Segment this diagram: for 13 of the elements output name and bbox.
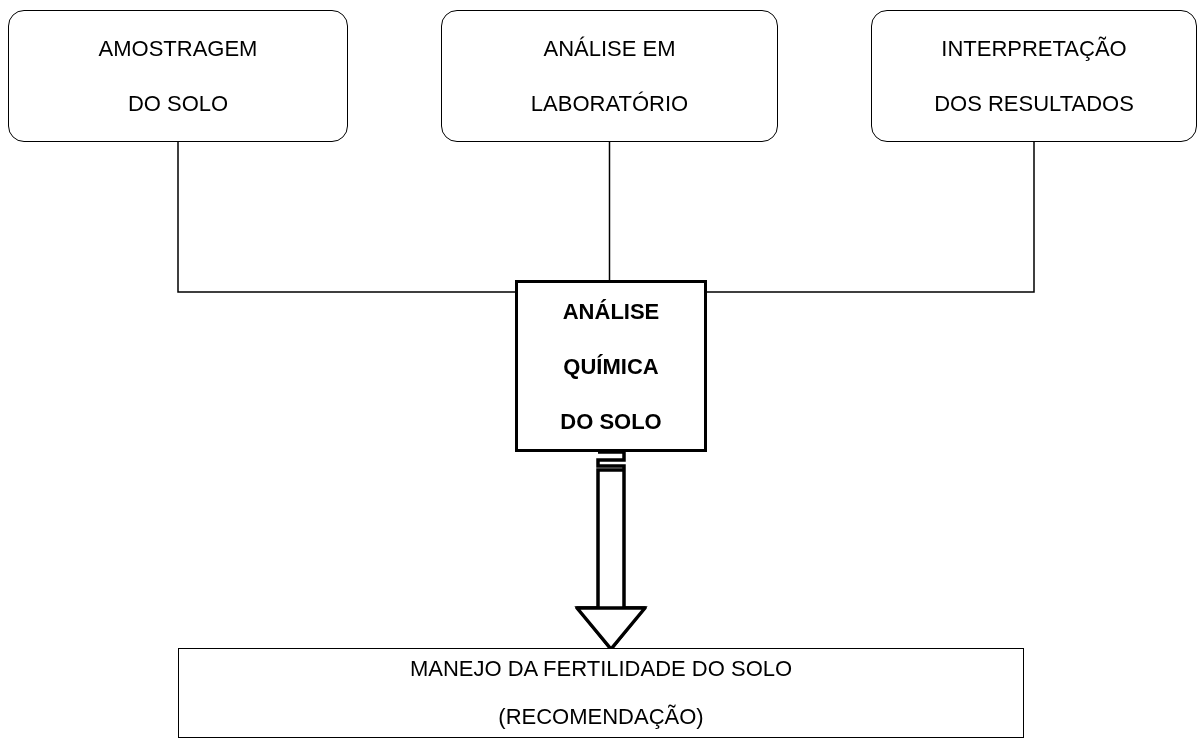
connector-line bbox=[608, 141, 611, 281]
process-box bbox=[441, 10, 778, 142]
box-label: ANÁLISE EM LABORATÓRIO bbox=[529, 35, 690, 118]
process-box bbox=[871, 10, 1197, 142]
connector-line bbox=[177, 141, 516, 293]
connector-line bbox=[706, 141, 1035, 293]
process-box bbox=[515, 280, 707, 452]
box-label: INTERPRETAÇÃO DOS RESULTADOS bbox=[933, 35, 1135, 118]
box-label: AMOSTRAGEM DO SOLO bbox=[97, 35, 259, 118]
box-label: MANEJO DA FERTILIDADE DO SOLO (RECOMENDAÇÃO) bbox=[408, 655, 794, 731]
process-box bbox=[8, 10, 348, 142]
box-label: ANÁLISE QUÍMICA DO SOLO bbox=[559, 297, 663, 436]
process-box bbox=[178, 648, 1024, 738]
